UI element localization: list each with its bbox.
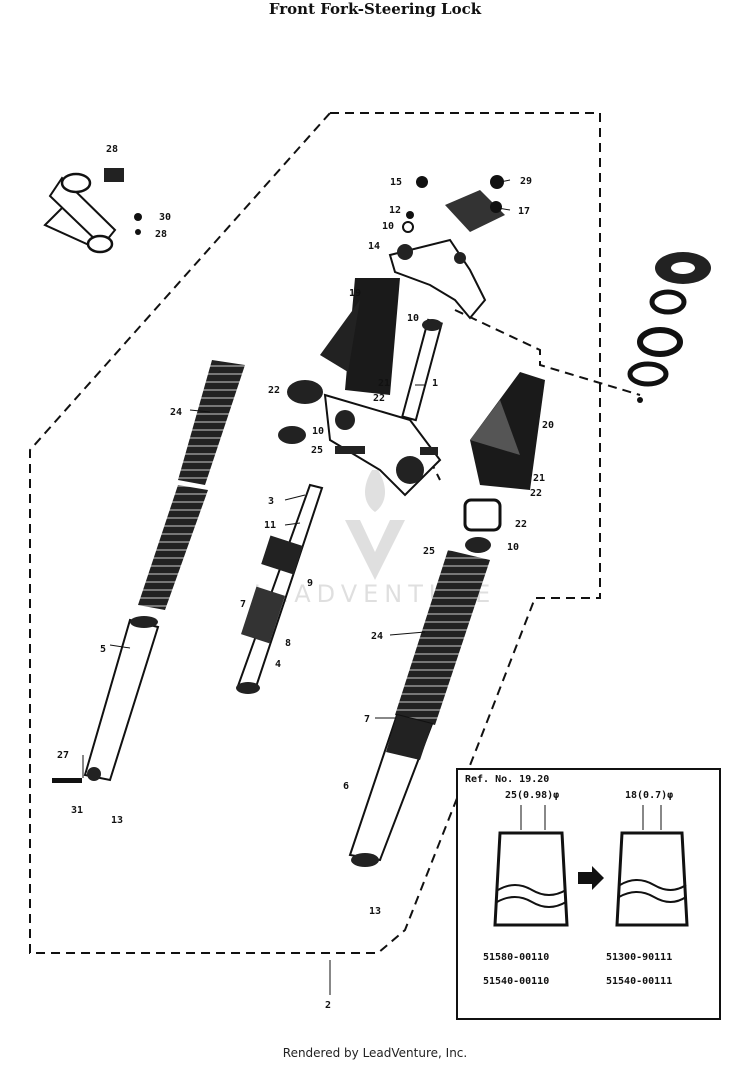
callout-15: 15: [390, 177, 402, 188]
left-fork-drawing: [52, 360, 245, 783]
callout-17: 17: [518, 206, 530, 217]
inset-dim-left: 25(0.98)φ: [505, 790, 559, 801]
inset-ref-label: Ref. No. 19.20: [465, 774, 549, 785]
callout-28b: 28: [155, 229, 167, 240]
callout-25b: 25: [423, 546, 435, 557]
callout-10a: 10: [382, 221, 394, 232]
callout-31: 31: [71, 805, 83, 816]
callout-13b: 13: [369, 906, 381, 917]
old-part-number-2: 51540-00110: [483, 976, 549, 987]
callout-22b: 22: [373, 393, 385, 404]
callout-19: 19: [349, 288, 361, 299]
steering-axis-line: [454, 309, 641, 396]
callout-24a: 24: [170, 407, 182, 418]
callout-11: 11: [264, 520, 276, 531]
callout-21a: 21: [378, 378, 390, 389]
callout-labels: 1 2 3 4 5 6 7 7 8 9 10 10 10 10 11 12 13…: [57, 144, 554, 1011]
lower-bracket-drawing: [323, 393, 442, 497]
callout-22a: 22: [268, 385, 280, 396]
assembly-outline: [29, 112, 601, 954]
steering-stem-drawing: [401, 318, 443, 422]
footer-credit: Rendered by LeadVenture, Inc.: [282, 1046, 468, 1060]
dust-seal-left-drawing: [278, 380, 323, 444]
fork-cover-right-drawing: [470, 372, 545, 490]
callout-13a: 13: [111, 815, 123, 826]
new-part-number-1: 51300-90111: [606, 952, 672, 963]
inner-tube-drawing: [236, 483, 324, 694]
upper-bracket-drawing: [388, 175, 505, 320]
callout-8: 8: [285, 638, 291, 649]
reference-inset: Ref. No. 19.20 25(0.98)φ 18(0.7)φ 51580-…: [456, 768, 721, 1020]
old-part-number-1: 51580-00110: [483, 952, 549, 963]
callout-6: 6: [343, 781, 349, 792]
callout-12: 12: [389, 205, 401, 216]
callout-20: 20: [542, 420, 554, 431]
right-fork-drawing: [348, 550, 490, 867]
callout-10b: 10: [407, 313, 419, 324]
callout-14: 14: [368, 241, 380, 252]
callout-25a: 25: [311, 445, 323, 456]
new-part-number-2: 51540-00111: [606, 976, 672, 987]
callout-22d: 22: [515, 519, 527, 530]
callout-5: 5: [100, 644, 106, 655]
callout-3: 3: [268, 496, 274, 507]
callout-9: 9: [307, 578, 313, 589]
callout-7a: 7: [240, 599, 246, 610]
bearing-stack-drawing: [627, 252, 711, 403]
diagram-title: Front Fork-Steering Lock: [268, 0, 482, 18]
callout-2: 2: [325, 1000, 331, 1011]
callout-21b: 21: [533, 473, 545, 484]
callout-29: 29: [520, 176, 532, 187]
new-cover-drawing: [615, 831, 689, 927]
leader-lines: [82, 179, 511, 995]
callout-22c: 22: [530, 488, 542, 499]
callout-28a: 28: [106, 144, 118, 155]
fork-cover-left-drawing: [320, 278, 400, 395]
callout-24b: 24: [371, 631, 383, 642]
arrow-icon: [578, 866, 604, 890]
inset-dim-right: 18(0.7)φ: [625, 790, 673, 801]
callout-27: 27: [57, 750, 69, 761]
watermark-logo: [345, 470, 405, 580]
callout-4: 4: [275, 659, 281, 670]
callout-1: 1: [432, 378, 438, 389]
callout-10c: 10: [312, 426, 324, 437]
steering-head-drawing: [43, 168, 142, 254]
callout-30: 30: [159, 212, 171, 223]
dust-seal-right-drawing: [463, 498, 502, 553]
callout-7b: 7: [364, 714, 370, 725]
callout-10d: 10: [507, 542, 519, 553]
old-cover-drawing: [493, 831, 569, 927]
